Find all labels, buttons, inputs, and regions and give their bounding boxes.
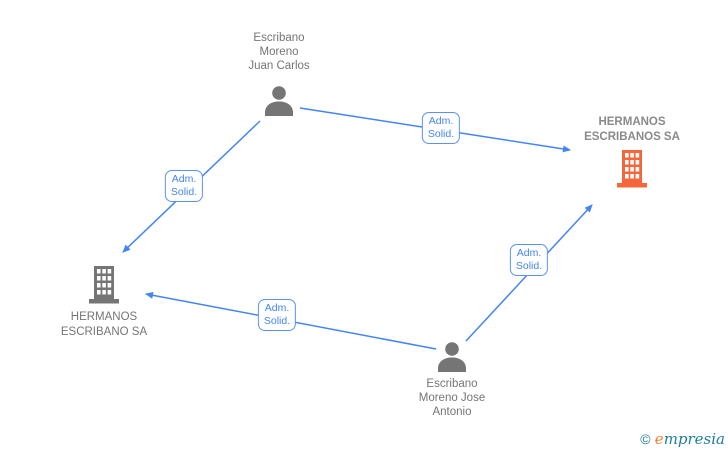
office-building-icon (617, 150, 647, 188)
node-label: Escribano Moreno Jose Antonio (418, 378, 486, 418)
copyright-symbol: © (640, 431, 651, 447)
edge-label-adm-solid-top-right: Adm. Solid. (421, 112, 461, 144)
edge-label-adm-solid-bottom-left: Adm. Solid. (257, 299, 297, 331)
empresia-watermark: © empresia (640, 430, 725, 448)
brand-logo-lead: e (654, 430, 664, 448)
node-company-hermanos-escribano-sa[interactable]: HERMANOS ESCRIBANO SA (24, 266, 184, 340)
brand-logo-rest: mpresia (663, 430, 725, 448)
node-label: HERMANOS ESCRIBANO SA (60, 311, 148, 338)
office-building-icon (89, 266, 119, 304)
person-silhouette-icon (438, 342, 466, 372)
person-silhouette-icon (265, 86, 293, 116)
node-person-escribano-moreno-juan-carlos[interactable]: Escribano Moreno Juan Carlos (199, 31, 359, 116)
node-label: Escribano Moreno Juan Carlos (248, 32, 310, 72)
node-company-hermanos-escribanos-sa[interactable]: HERMANOS ESCRIBANOS SA (552, 115, 712, 188)
edge-label-adm-solid-bottom-right: Adm. Solid. (509, 244, 549, 276)
node-label: HERMANOS ESCRIBANOS SA (584, 116, 680, 143)
edge-label-adm-solid-top-left: Adm. Solid. (164, 170, 204, 202)
node-person-escribano-moreno-jose-antonio[interactable]: Escribano Moreno Jose Antonio (372, 342, 532, 419)
